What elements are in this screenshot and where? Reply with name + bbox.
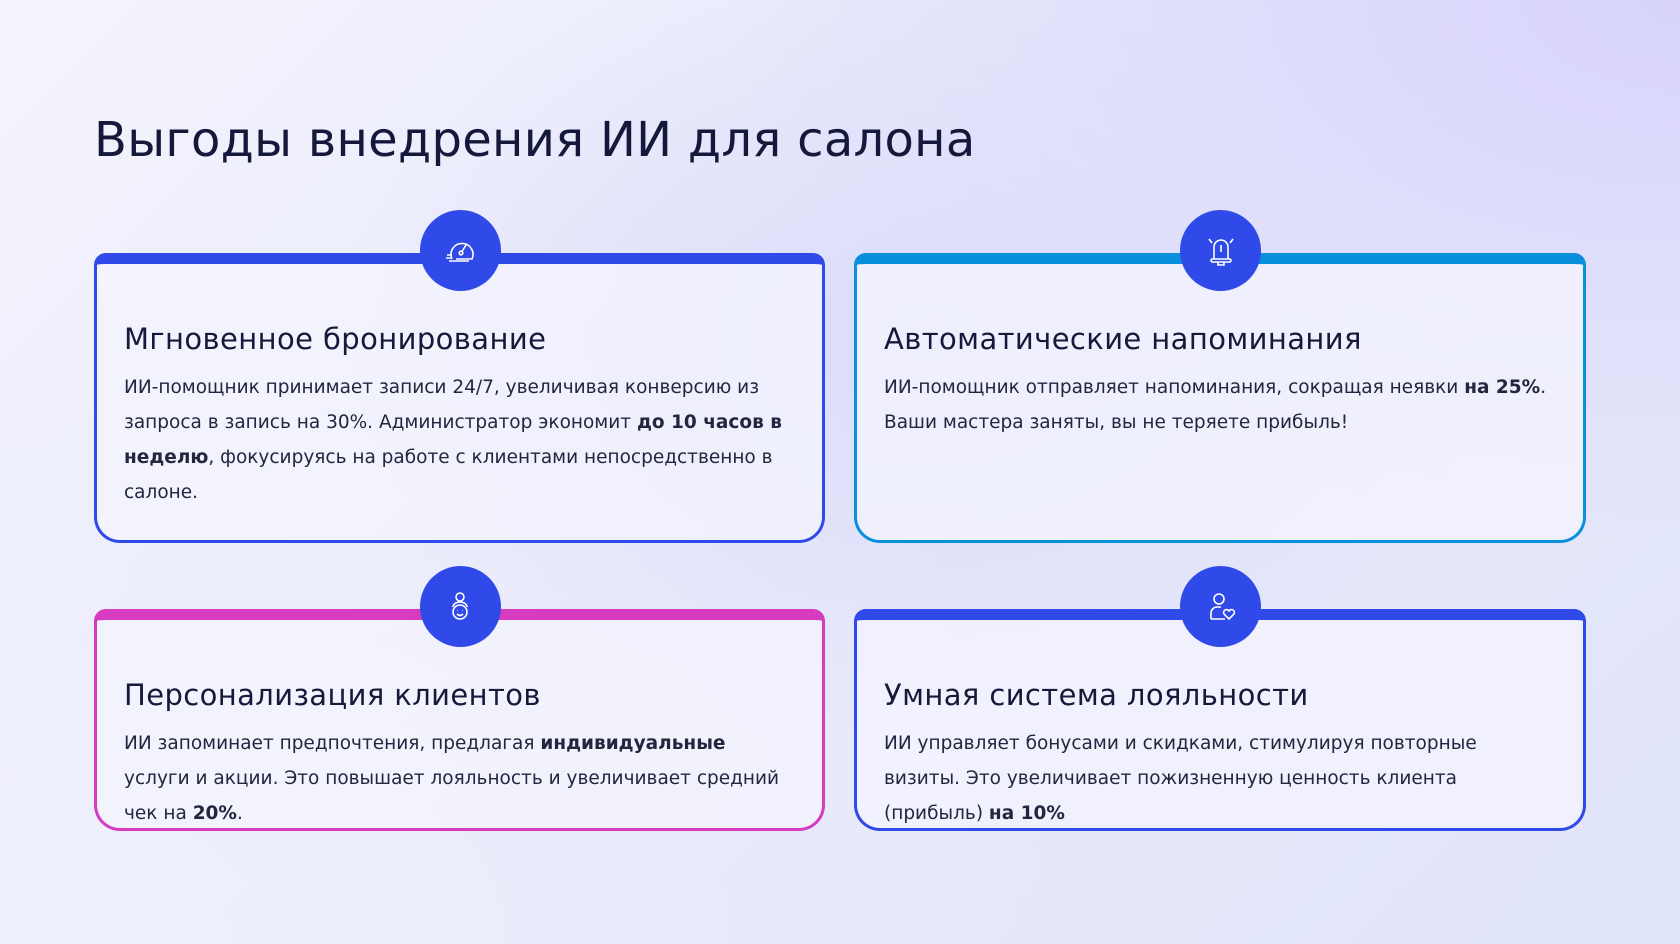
happy-client-icon: [419, 566, 501, 647]
card-text: ИИ запоминает предпочтения, предлагая ин…: [124, 733, 780, 824]
alarm-bell-icon: [1180, 210, 1261, 291]
speedometer-icon: [419, 210, 501, 291]
page-title: Выгоды внедрения ИИ для салона: [94, 112, 976, 168]
card-instant-booking: Мгновенное бронирование ИИ-помощник прин…: [94, 210, 825, 543]
card-heading: Автоматические напоминания: [884, 322, 1362, 356]
card-text: ИИ управляет бонусами и скидками, стимул…: [884, 733, 1477, 824]
card-personalization: Персонализация клиентов ИИ запоминает пр…: [94, 566, 825, 831]
card-heading: Персонализация клиентов: [124, 678, 541, 712]
user-heart-icon: [1180, 566, 1261, 647]
card-heading: Мгновенное бронирование: [124, 322, 547, 356]
card-text: ИИ-помощник принимает записи 24/7, увели…: [124, 377, 782, 503]
card-auto-reminders: Автоматические напоминания ИИ-помощник о…: [854, 210, 1586, 543]
card-loyalty-system: Умная система лояльности ИИ управляет бо…: [854, 566, 1586, 831]
card-heading: Умная система лояльности: [884, 678, 1309, 712]
card-text: ИИ-помощник отправляет напоминания, сокр…: [884, 377, 1547, 433]
